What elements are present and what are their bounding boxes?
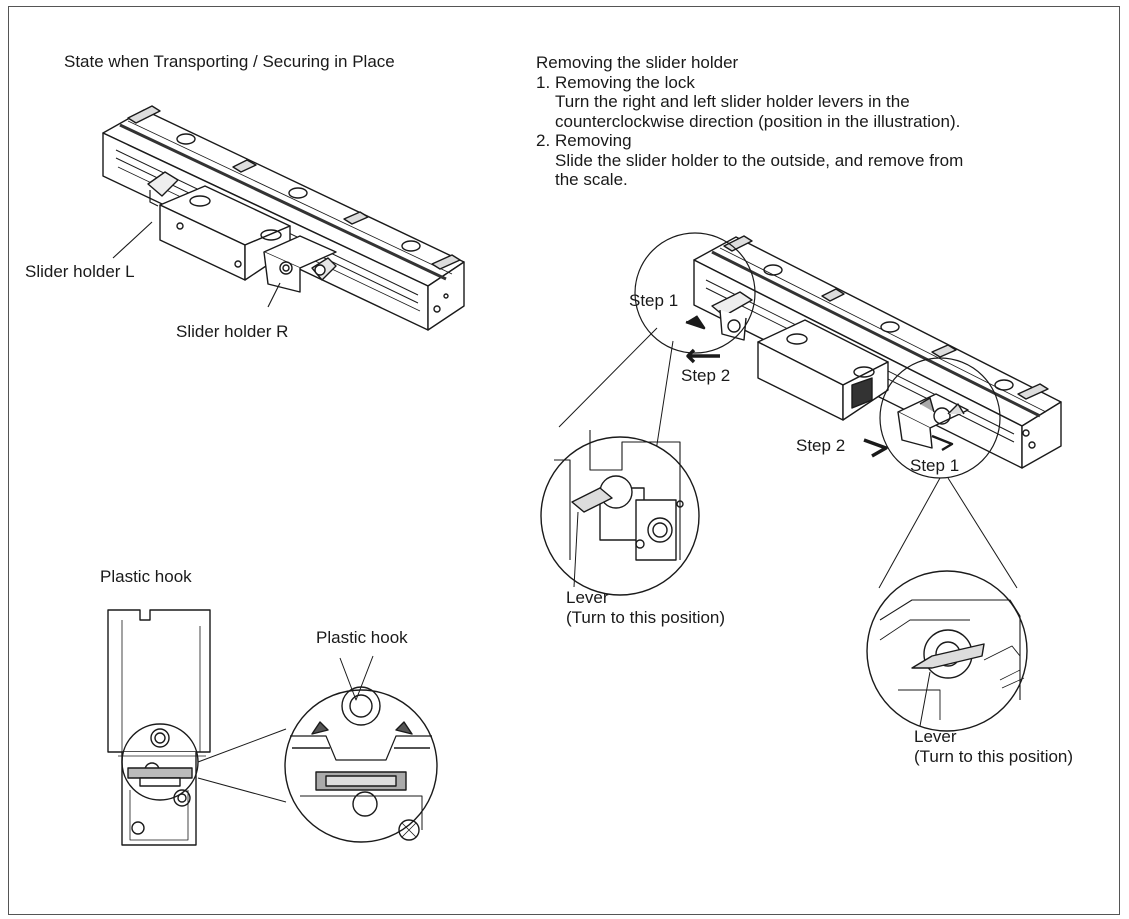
label-plastic-hook: Plastic hook	[316, 628, 408, 647]
step-1-number: 1.	[536, 72, 551, 92]
left-lever-detail-circle	[540, 430, 700, 596]
hook-callout-leaders	[339, 655, 374, 701]
arrow-step1-left	[685, 315, 706, 330]
label-slider-holder-r: Slider holder R	[176, 322, 289, 341]
removal-instructions: Removing the slider holder 1.Removing th…	[536, 53, 963, 190]
transport-state-title: State when Transporting / Securing in Pl…	[64, 52, 395, 71]
instructions-heading: Removing the slider holder	[536, 53, 739, 72]
label-step1-right: Step 1	[910, 456, 960, 475]
plastic-hook-side-view	[107, 609, 211, 846]
right-lever-detail-circle	[866, 570, 1028, 732]
label-slider-holder-l: Slider holder L	[25, 262, 135, 281]
hook-zoom-lines	[197, 728, 287, 803]
step-2-title-row: 2.Removing	[536, 131, 963, 151]
leader-slider-holder-l	[112, 221, 153, 259]
plastic-hook-title: Plastic hook	[100, 567, 192, 586]
step-1-line-1: Turn the right and left slider holder le…	[555, 92, 910, 111]
leader-slider-holder-r	[267, 282, 281, 308]
label-step1-left: Step 1	[629, 291, 679, 310]
removal-assembly-illustration	[693, 235, 1062, 469]
step-1-title-row: 1.Removing the lock	[536, 73, 963, 93]
label-lever-left-note: (Turn to this position)	[566, 608, 726, 627]
leader-lever-left	[573, 511, 579, 588]
step-1-title: Removing the lock	[555, 72, 695, 92]
right-zoom-lines	[878, 477, 1018, 589]
plastic-hook-detail-circle	[284, 686, 438, 843]
label-step2-right: Step 2	[796, 436, 846, 455]
label-step2-left: Step 2	[681, 366, 731, 385]
scale-assembly-illustration	[102, 105, 465, 331]
step-2-line-1: Slide the slider holder to the outside, …	[555, 150, 964, 170]
label-lever-left: Lever	[566, 588, 609, 607]
left-detail-marker	[634, 232, 756, 354]
step-2-title: Removing	[555, 131, 632, 150]
step-2-number: 2.	[536, 131, 551, 150]
step-2-line-2: the scale.	[555, 170, 628, 189]
label-lever-right: Lever	[914, 727, 957, 746]
diagram-frame	[8, 6, 1120, 915]
leader-lever-right	[919, 671, 931, 727]
arrow-step1-right	[931, 434, 954, 452]
arrow-step2-left	[686, 348, 720, 364]
label-lever-right-note: (Turn to this position)	[914, 747, 1074, 766]
arrow-step2-right	[863, 438, 888, 458]
step-1-line-2: counterclockwise direction (position in …	[555, 111, 961, 131]
